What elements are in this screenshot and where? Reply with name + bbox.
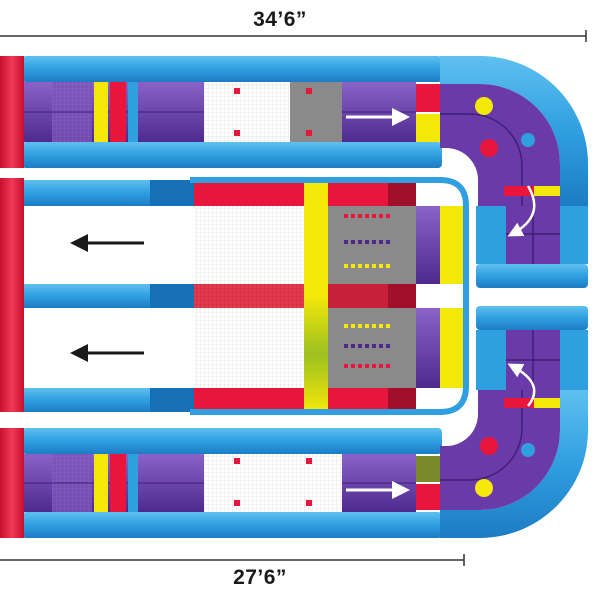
middle-section bbox=[24, 177, 469, 415]
ball-icon bbox=[480, 437, 498, 455]
curved-arrow-icon bbox=[507, 185, 536, 237]
climb-holds bbox=[344, 214, 390, 368]
dimension-line-bottom bbox=[0, 554, 465, 566]
overall-length-label: 34’6” bbox=[253, 8, 307, 31]
dimension-line-top bbox=[0, 30, 587, 42]
inner-length-label: 27’6” bbox=[233, 566, 287, 589]
bottom-right-turn bbox=[440, 306, 588, 538]
ball-icon bbox=[480, 139, 498, 157]
ball-icon bbox=[521, 443, 535, 457]
ball-icon bbox=[475, 479, 493, 497]
left-red-columns bbox=[0, 56, 24, 538]
ball-icon bbox=[475, 97, 493, 115]
bottom-lane bbox=[22, 428, 442, 538]
top-right-turn bbox=[440, 56, 588, 288]
ball-icon bbox=[521, 133, 535, 147]
top-lane bbox=[22, 56, 442, 168]
curved-arrow-icon bbox=[507, 363, 536, 407]
